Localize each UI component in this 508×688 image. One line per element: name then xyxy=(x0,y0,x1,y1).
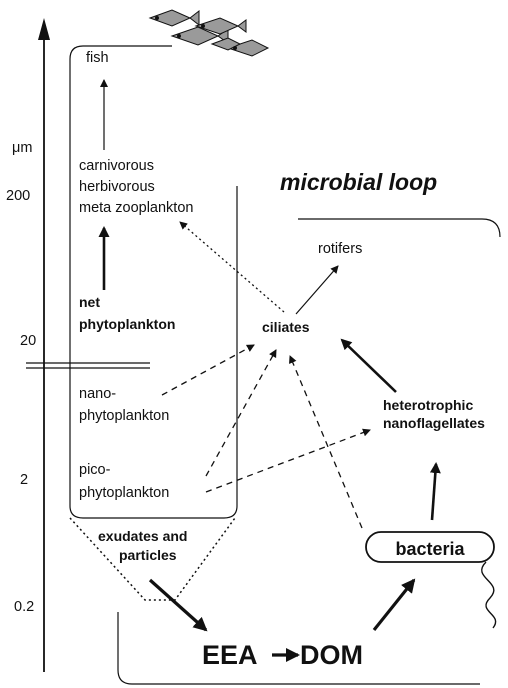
arrow-nano-to-ciliates xyxy=(162,345,254,395)
arrow-hnf-to-ciliates xyxy=(342,340,396,392)
arrow-bacteria-to-hnf xyxy=(432,464,436,520)
net-phytoplankton-label-1: net xyxy=(79,294,100,310)
nano-phytoplankton-label-2: phytoplankton xyxy=(79,408,169,424)
arrow-pico-to-ciliates xyxy=(206,350,276,476)
ciliates-label: ciliates xyxy=(262,319,310,335)
axis-tick-20: 20 xyxy=(20,333,36,349)
microbial-loop-title: microbial loop xyxy=(280,169,437,195)
arrow-ciliates-to-zooplankton xyxy=(180,222,284,312)
pico-phytoplankton-label-2: phytoplankton xyxy=(79,485,169,501)
axis-tick-2: 2 xyxy=(20,472,28,488)
nano-phytoplankton-label-1: nano- xyxy=(79,386,116,402)
axis-unit-label: μm xyxy=(12,140,32,156)
arrow-pico-to-hnf xyxy=(206,430,370,492)
arrow-dom-to-bacteria xyxy=(374,580,414,630)
bacteria-label: bacteria xyxy=(395,539,465,559)
axis-tick-0-2: 0.2 xyxy=(14,599,34,615)
hnf-label-1: heterotrophic xyxy=(383,397,473,413)
microbial-loop-bottom-line xyxy=(118,612,480,684)
microbial-loop-bracket xyxy=(298,219,500,237)
fish-label: fish xyxy=(86,50,109,66)
arrow-ciliates-to-rotifers xyxy=(296,266,338,314)
food-chain-box xyxy=(70,46,237,518)
exudates-label-1: exudates and xyxy=(98,528,187,544)
size-axis xyxy=(26,18,150,672)
exudates-label-2: particles xyxy=(119,547,177,563)
dom-label: DOM xyxy=(300,640,363,670)
arrow-exudates-to-eea xyxy=(150,580,206,630)
bacteria-flagellum xyxy=(482,562,496,628)
rotifers-label: rotifers xyxy=(318,241,362,257)
pico-phytoplankton-label-1: pico- xyxy=(79,462,111,478)
axis-tick-200: 200 xyxy=(6,188,30,204)
arrow-bacteria-to-ciliates xyxy=(290,356,362,528)
zooplankton-label-2: herbivorous xyxy=(79,179,155,195)
fish-school-icon xyxy=(150,10,268,56)
eea-label: EEA xyxy=(202,640,258,670)
zooplankton-label-3: meta zooplankton xyxy=(79,200,193,216)
zooplankton-label-1: carnivorous xyxy=(79,158,154,174)
net-phytoplankton-label-2: phytoplankton xyxy=(79,316,175,332)
hnf-label-2: nanoflagellates xyxy=(383,415,485,431)
